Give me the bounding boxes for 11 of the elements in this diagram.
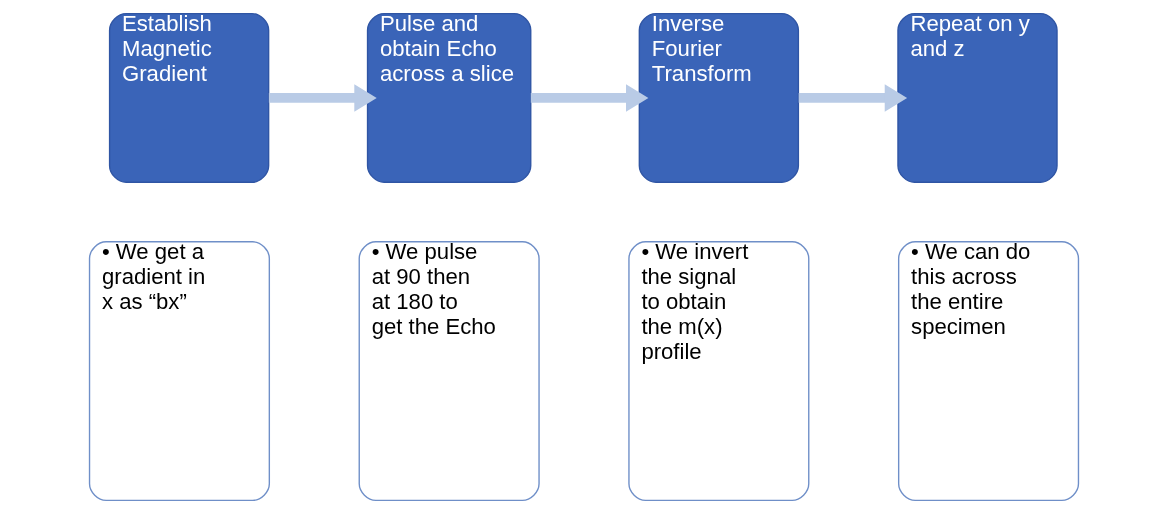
node-box: Establish Magnetic Gradient [108, 12, 269, 183]
node-box: Pulse and obtain Echo across a slice [366, 12, 531, 183]
arrow [798, 84, 907, 112]
node-box: • We invert the signal to obtain the m(x) profile [627, 241, 809, 502]
node-box: Inverse Fourier Transform [638, 12, 799, 183]
node-box: • We can do this across the entire specimen [897, 241, 1079, 502]
arrow [530, 84, 648, 112]
node-box: • We pulse at 90 then at 180 to get the Echo [358, 241, 540, 502]
node-box: • We get a gradient in x as “bx” [88, 241, 270, 502]
node-box: Repeat on y and z [896, 12, 1058, 183]
arrow [268, 84, 377, 112]
